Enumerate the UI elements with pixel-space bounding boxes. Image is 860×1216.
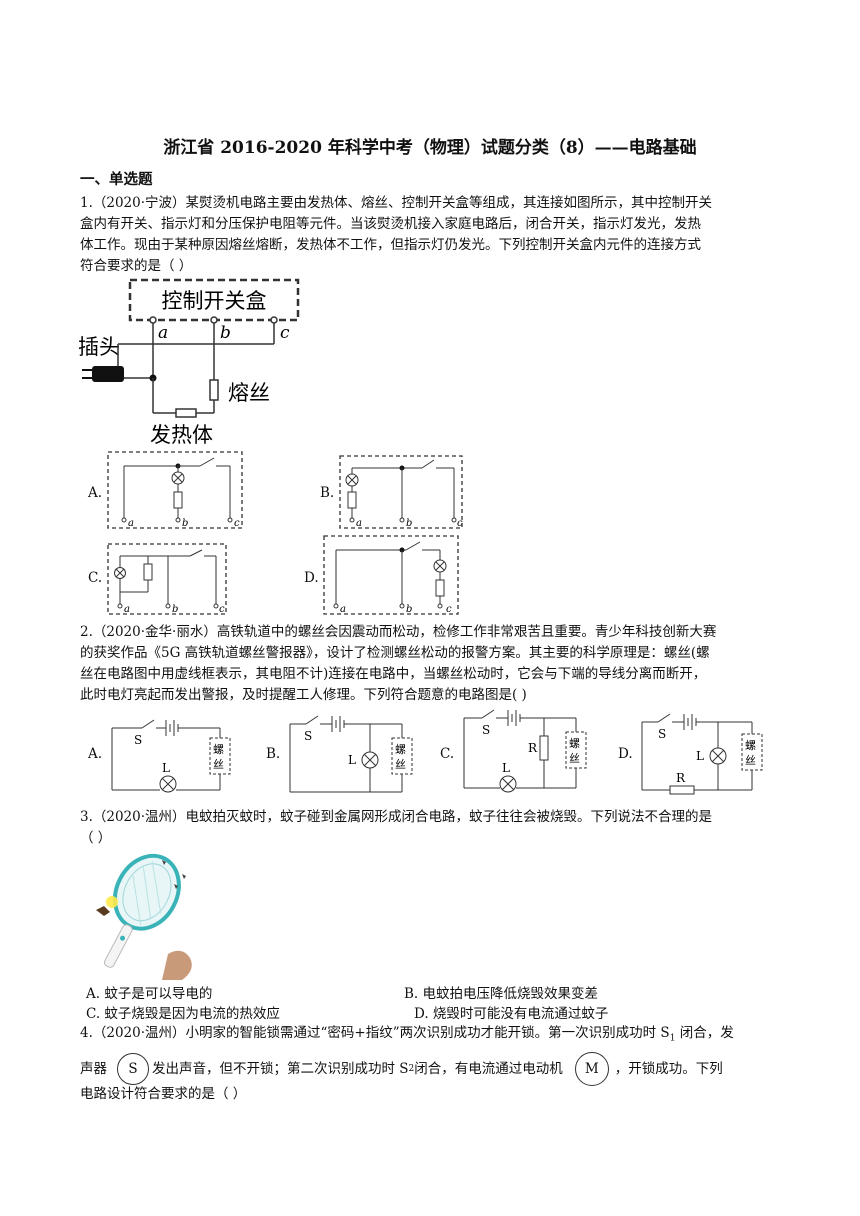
svg-text:a: a bbox=[158, 323, 168, 343]
question-4-line-3: 电路设计符合要求的是（ ） bbox=[80, 1086, 247, 1102]
svg-text:a: a bbox=[124, 604, 130, 615]
q2-option-a-label[interactable]: A. bbox=[88, 746, 103, 762]
heater-label: 发热体 bbox=[150, 423, 213, 446]
q2-option-d-circuit[interactable]: S L 螺 丝 R bbox=[638, 710, 768, 796]
mosquito-swatter-illustration bbox=[96, 853, 192, 980]
q1-option-c-circuit[interactable]: a b c bbox=[106, 542, 230, 618]
q2-option-b-label[interactable]: B. bbox=[266, 746, 281, 762]
q3-line: 3.（2020·温州）电蚊拍灭蚊时，蚊子碰到金属网形成闭合电路，蚊子往往会被烧毁… bbox=[80, 809, 713, 825]
question-1-text: 1.（2020·宁波）某熨烫机电路主要由发热体、熔丝、控制开关盒等组成，其连接如… bbox=[80, 193, 712, 277]
svg-text:b: b bbox=[172, 604, 178, 615]
q2-line: 的获奖作品《5G 高铁轨道螺丝警报器》，设计了检测螺丝松动的报警方案。其主要的科… bbox=[80, 645, 710, 661]
svg-text:b: b bbox=[182, 518, 188, 529]
q1-option-b-label[interactable]: B. bbox=[320, 485, 335, 501]
q3-line: （ ） bbox=[80, 830, 112, 846]
q3-option-c[interactable]: C. 蚊子烧毁是因为电流的热效应 bbox=[86, 1006, 280, 1022]
svg-text:b: b bbox=[406, 604, 412, 615]
svg-text:L: L bbox=[162, 761, 170, 775]
svg-text:a: a bbox=[356, 518, 362, 529]
q2-option-c-circuit[interactable]: S R 螺 丝 L bbox=[460, 708, 590, 796]
q1-line: 体工作。现由于某种原因熔丝熔断，发热体不工作，但指示灯仍发光。下列控制开关盒内元… bbox=[80, 237, 701, 253]
q2-option-d-label[interactable]: D. bbox=[618, 746, 633, 762]
svg-text:c: c bbox=[457, 518, 463, 529]
question-4-line-1: 4.（2020·温州）小明家的智能锁需通过“密码+指纹”两次识别成功才能开锁。第… bbox=[80, 1025, 734, 1044]
document-title: 浙江省 2016-2020 年科学中考（物理）试题分类（8）——电路基础 bbox=[163, 138, 697, 158]
q1-option-d-label[interactable]: D. bbox=[304, 570, 319, 586]
q1-option-a-circuit[interactable]: a b c bbox=[106, 450, 246, 532]
svg-text:螺: 螺 bbox=[569, 737, 580, 750]
svg-text:c: c bbox=[234, 518, 240, 529]
q1-option-c-label[interactable]: C. bbox=[88, 570, 103, 586]
svg-text:b: b bbox=[406, 518, 412, 529]
svg-text:螺: 螺 bbox=[745, 739, 756, 752]
svg-text:S: S bbox=[304, 729, 312, 743]
q2-option-b-circuit[interactable]: S L 螺 丝 bbox=[286, 712, 416, 796]
q3-option-b[interactable]: B. 电蚊拍电压降低烧毁效果变差 bbox=[404, 986, 599, 1002]
q3-option-d[interactable]: D. 烧毁时可能没有电流通过蚊子 bbox=[414, 1006, 609, 1022]
q1-option-b-circuit[interactable]: a b c bbox=[338, 454, 466, 532]
svg-text:丝: 丝 bbox=[395, 758, 406, 771]
svg-text:R: R bbox=[676, 771, 686, 785]
section-heading: 一、单选题 bbox=[80, 171, 153, 188]
svg-text:丝: 丝 bbox=[569, 752, 580, 765]
question-2-text: 2.（2020·金华·丽水）高铁轨道中的螺丝会因震动而松动，检修工作非常艰苦且重… bbox=[80, 622, 716, 706]
svg-text:b: b bbox=[220, 323, 231, 343]
motor-symbol: M bbox=[574, 1052, 609, 1086]
svg-text:c: c bbox=[280, 323, 290, 343]
svg-text:a: a bbox=[340, 604, 346, 615]
fuse-label: 熔丝 bbox=[228, 381, 270, 405]
svg-text:螺: 螺 bbox=[395, 743, 406, 756]
question-3-text: 3.（2020·温州）电蚊拍灭蚊时，蚊子碰到金属网形成闭合电路，蚊子往往会被烧毁… bbox=[80, 807, 712, 849]
q1-line: 1.（2020·宁波）某熨烫机电路主要由发热体、熔丝、控制开关盒等组成，其连接如… bbox=[80, 195, 713, 211]
q2-line: 此时电灯亮起而发出警报，及时提醒工人修理。下列符合题意的电路图是( ) bbox=[80, 687, 527, 703]
q1-option-d-circuit[interactable]: a b c bbox=[322, 534, 462, 618]
svg-text:S: S bbox=[658, 727, 666, 741]
svg-text:L: L bbox=[502, 761, 510, 775]
svg-text:螺: 螺 bbox=[213, 743, 224, 756]
q2-option-a-circuit[interactable]: S 螺 丝 L bbox=[108, 712, 238, 796]
q2-line: 2.（2020·金华·丽水）高铁轨道中的螺丝会因震动而松动，检修工作非常艰苦且重… bbox=[80, 624, 717, 640]
control-box-label: 控制开关盒 bbox=[162, 289, 267, 313]
q1-line: 符合要求的是（ ） bbox=[80, 258, 193, 274]
q3-option-a[interactable]: A. 蚊子是可以导电的 bbox=[86, 986, 213, 1002]
svg-text:a: a bbox=[128, 518, 134, 529]
q1-option-a-label[interactable]: A. bbox=[88, 485, 103, 501]
svg-text:R: R bbox=[528, 741, 538, 755]
svg-text:c: c bbox=[446, 604, 452, 615]
svg-text:c: c bbox=[219, 604, 225, 615]
q1-line: 盒内有开关、指示灯和分压保护电阻等元件。当该熨烫机接入家庭电路后，闭合开关，指示… bbox=[80, 216, 701, 232]
svg-text:L: L bbox=[696, 749, 704, 763]
q2-option-c-label[interactable]: C. bbox=[440, 746, 455, 762]
svg-text:L: L bbox=[348, 753, 356, 767]
q2-line: 丝在电路图中用虚线框表示，其电阻不计)连接在电路中，当螺丝松动时，它会与下端的导… bbox=[80, 666, 707, 682]
svg-text:S: S bbox=[134, 733, 142, 747]
q1-main-circuit-figure: 控制开关盒 a b c 插头 熔丝 发热体 bbox=[78, 278, 300, 446]
sounder-symbol: S bbox=[117, 1053, 149, 1085]
svg-text:丝: 丝 bbox=[745, 754, 756, 767]
svg-text:丝: 丝 bbox=[213, 758, 224, 771]
svg-text:S: S bbox=[482, 723, 490, 737]
plug-label: 插头 bbox=[78, 335, 120, 359]
